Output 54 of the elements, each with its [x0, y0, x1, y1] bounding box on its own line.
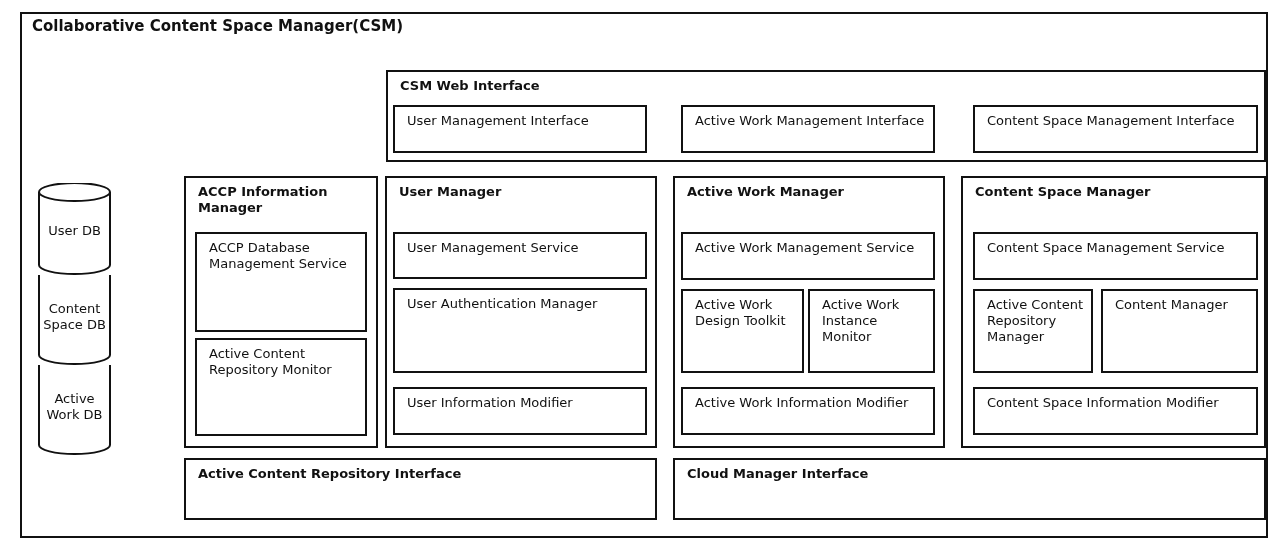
component-label: Content Space Management Interface — [987, 113, 1236, 129]
component-box — [195, 232, 367, 332]
component-box — [184, 458, 657, 520]
component-label: Content Manager — [1115, 297, 1229, 313]
component-label: User Management Service — [407, 240, 580, 256]
module-heading: Active Content Repository Interface — [198, 466, 463, 482]
component-label: Active Work Design Toolkit — [695, 297, 787, 329]
component-label: User Authentication Manager — [407, 296, 599, 312]
component-label: Active Work Information Modifier — [695, 395, 910, 411]
component-box — [393, 387, 647, 435]
component-label: Active Work Management Service — [695, 240, 916, 256]
component-box — [673, 458, 1266, 520]
module-heading: Active Work Manager — [687, 184, 845, 200]
component-box — [195, 338, 367, 436]
module-panel — [385, 176, 657, 448]
module-heading: Content Space Manager — [975, 184, 1152, 200]
component-label: User Information Modifier — [407, 395, 574, 411]
component-label: Content Space Management Service — [987, 240, 1226, 256]
database-cylinder — [38, 183, 111, 275]
database-label: Content Space DB — [42, 301, 107, 333]
system-frame — [20, 12, 1268, 538]
component-label: Active Work Instance Monitor — [822, 297, 901, 345]
component-label: ACCP Database Management Service — [209, 240, 348, 272]
component-box — [973, 105, 1258, 153]
component-box — [393, 232, 647, 279]
database-label: Active Work DB — [45, 391, 104, 423]
component-box — [393, 288, 647, 373]
component-box — [681, 387, 935, 435]
component-box — [973, 387, 1258, 435]
module-panel — [961, 176, 1266, 448]
module-heading: ACCP Information Manager — [198, 184, 329, 216]
component-label: User Management Interface — [407, 113, 590, 129]
database-label: User DB — [47, 223, 102, 239]
module-heading: Cloud Manager Interface — [687, 466, 870, 482]
component-label: Active Work Management Interface — [695, 113, 926, 129]
component-box — [681, 289, 804, 373]
component-label: Active Content Repository Manager — [987, 297, 1085, 345]
database-cylinder — [38, 365, 111, 455]
component-box — [973, 232, 1258, 280]
component-box — [681, 105, 935, 153]
module-panel — [386, 70, 1266, 162]
component-box — [1101, 289, 1258, 373]
component-box — [393, 105, 647, 153]
component-box — [973, 289, 1093, 373]
component-box — [681, 232, 935, 280]
module-heading: User Manager — [399, 184, 503, 200]
module-heading: CSM Web Interface — [400, 78, 541, 94]
module-panel — [673, 176, 945, 448]
database-cylinder — [38, 275, 111, 365]
frame-heading: Collaborative Content Space Manager(CSM) — [32, 18, 404, 34]
component-label: Content Space Information Modifier — [987, 395, 1220, 411]
component-label: Active Content Repository Monitor — [209, 346, 333, 378]
component-box — [808, 289, 935, 373]
module-panel — [184, 176, 378, 448]
